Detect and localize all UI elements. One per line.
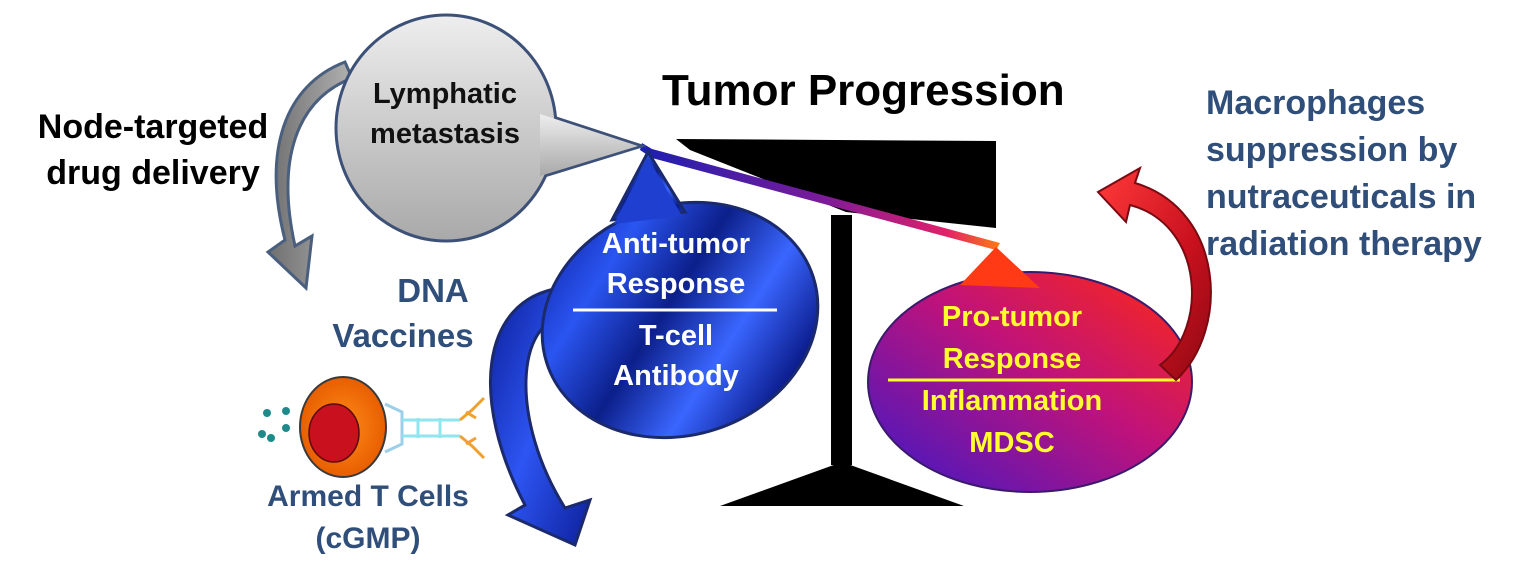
node-targeted-line-2: drug delivery: [46, 154, 260, 192]
anti-tumor-label: Anti-tumor Response T-cell Antibody: [560, 224, 792, 396]
lymph-line-1: Lymphatic: [373, 78, 517, 110]
dna-line-2: Vaccines: [332, 317, 474, 354]
lymph-line-2: metastasis: [370, 118, 520, 150]
anti-tumor-bubble: [540, 148, 820, 440]
macrophage-line-1: Macrophages: [1206, 84, 1426, 122]
pro-tumor-bubble: [867, 247, 1193, 493]
anti-top-line-2: Response: [606, 268, 746, 300]
pro-bottom-line-2: MDSC: [969, 427, 1055, 459]
cytokine-dots: [258, 407, 290, 442]
scale-post: [831, 215, 852, 465]
scale-beam: [640, 143, 1000, 250]
pro-bottom-line-1: Inflammation: [921, 385, 1103, 417]
macrophage-label: Macrophages suppression by nutraceutical…: [1206, 80, 1482, 268]
macrophage-line-2: suppression by: [1206, 131, 1458, 169]
scale-base: [720, 462, 964, 506]
grey-curved-arrow: [265, 60, 354, 292]
anti-bottom-line-1: T-cell: [638, 320, 714, 352]
tcell-line-1: Armed T Cells: [267, 480, 469, 513]
red-curved-arrow: [1096, 165, 1212, 382]
armed-t-cell-illustration: [258, 376, 486, 478]
t-cell-nucleus: [308, 403, 360, 463]
anti-bottom-line-2: Antibody: [613, 360, 739, 392]
macrophage-line-4: radiation therapy: [1206, 225, 1482, 263]
bispecific-antibody-icon: [384, 396, 486, 460]
scale-stand: [720, 215, 964, 506]
anti-top-line-1: Anti-tumor: [601, 228, 751, 260]
lymphatic-bubble: [334, 13, 647, 243]
pro-top-line-1: Pro-tumor: [941, 301, 1083, 333]
scale-pan-block: [676, 139, 996, 228]
macrophage-line-3: nutraceuticals in: [1206, 178, 1477, 216]
pro-top-line-2: Response: [942, 343, 1082, 375]
node-targeted-label: Node-targeted drug delivery: [22, 104, 284, 196]
node-targeted-line-1: Node-targeted: [37, 108, 269, 146]
pro-tumor-label: Pro-tumor Response Inflammation MDSC: [892, 296, 1132, 464]
dna-line-1: DNA: [397, 272, 469, 309]
armed-t-cells-label: Armed T Cells (cGMP): [252, 476, 484, 560]
lymphatic-metastasis-label: Lymphatic metastasis: [340, 74, 550, 154]
dna-vaccines-label: DNA Vaccines: [318, 268, 488, 358]
diagram-title: Tumor Progression: [662, 66, 1065, 115]
blue-curved-arrow: [489, 286, 593, 548]
tcell-line-2: (cGMP): [315, 522, 421, 555]
